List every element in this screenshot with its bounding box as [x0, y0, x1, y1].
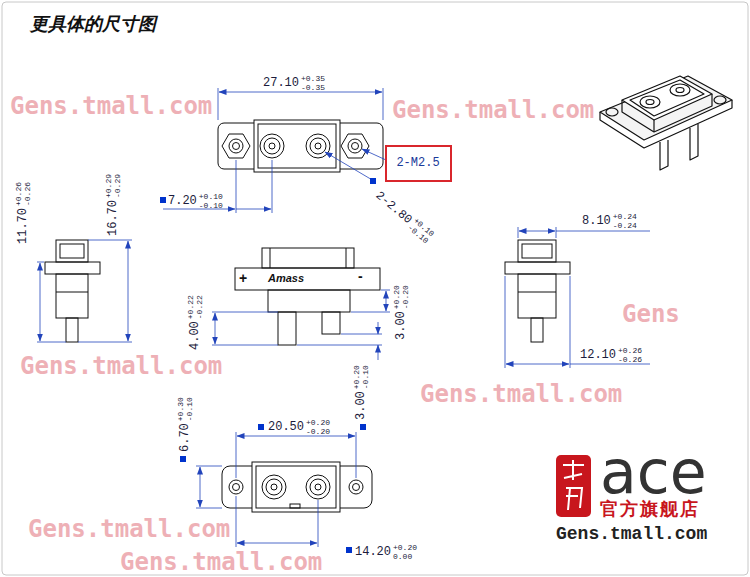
dimension-value: 3.00: [394, 311, 408, 340]
dimension-text: 27.10+0.35-0.35: [263, 74, 325, 92]
dimension-value: 11.70: [16, 208, 30, 244]
lower-tolerance: -0.10: [361, 365, 370, 389]
dimension-text: 4.00 +0.22-0.22: [186, 295, 204, 350]
lower-tolerance: -0.26: [618, 355, 642, 364]
dimension-value: 6.70: [178, 423, 192, 452]
part-marking: Amass: [268, 272, 304, 285]
store-url: Gens.tmall.com: [556, 524, 707, 544]
watermark: Gens.tmall.com: [120, 548, 322, 576]
lower-tolerance: -0.29: [113, 174, 122, 198]
upper-tolerance: +0.26: [14, 182, 23, 206]
dimension-text: 7.20+0.10-0.10: [168, 192, 223, 210]
watermark: Gens.tmall.com: [20, 352, 222, 380]
store-name: 官方旗舰店: [600, 498, 700, 520]
upper-tolerance: +0.22: [186, 295, 195, 319]
upper-tolerance: +0.20: [306, 418, 330, 427]
tolerance: +0.26-0.26: [14, 182, 32, 206]
polarity-mark: -: [358, 269, 363, 284]
upper-tolerance: +0.35: [301, 74, 325, 83]
upper-tolerance: +0.24: [613, 212, 637, 221]
upper-tolerance: +0.20: [352, 365, 361, 389]
upper-tolerance: +0.20: [393, 543, 417, 552]
dimension-value: 4.00: [188, 321, 202, 350]
dimension-value: 16.70: [106, 200, 120, 236]
dimension-value: 8.10: [582, 214, 611, 228]
tolerance: +0.10-0.10: [199, 192, 223, 210]
upper-tolerance: +0.26: [618, 346, 642, 355]
dimension-text: 14.20+0.200.00: [355, 543, 417, 561]
watermark: Gens: [622, 300, 680, 328]
lower-tolerance: -0.10: [185, 397, 194, 421]
tolerance: +0.200.00: [393, 543, 417, 561]
dimension-value: 20.50: [268, 420, 304, 434]
brand-logo: ace: [600, 446, 707, 498]
dimension-value: 7.20: [168, 194, 197, 208]
watermark: Gens.tmall.com: [28, 515, 230, 543]
dimension-text: 11.70 +0.26-0.26: [14, 182, 32, 244]
tolerance: +0.20-0.20: [392, 285, 410, 309]
dimension-text: 16.70 +0.29-0.29: [104, 174, 122, 236]
lower-tolerance: -0.22: [195, 295, 204, 319]
tolerance: +0.30-0.10: [176, 397, 194, 421]
upper-tolerance: +0.30: [176, 397, 185, 421]
callout-box: 2-M2.5: [385, 145, 452, 182]
lower-tolerance: -0.35: [301, 83, 325, 92]
tolerance: +0.20-0.20: [306, 418, 330, 436]
lower-tolerance: -0.26: [23, 182, 32, 206]
dimension-value: 27.10: [263, 76, 299, 90]
dimension-text: 3.00 +0.20-0.10: [352, 365, 370, 420]
dimension-value: 12.10: [580, 348, 616, 362]
dimension-text: 6.70 +0.30-0.10: [176, 397, 194, 452]
watermark: Gens.tmall.com: [420, 380, 622, 408]
dimension-value: 3.00: [354, 391, 368, 420]
lower-tolerance: -0.20: [306, 427, 330, 436]
dimension-text: 8.10+0.24-0.24: [582, 212, 637, 230]
tolerance: +0.29-0.29: [104, 174, 122, 198]
dimension-value: 14.20: [355, 545, 391, 559]
upper-tolerance: +0.20: [392, 285, 401, 309]
dimension-text: 12.10+0.26-0.26: [580, 346, 642, 364]
page-title: 更具体的尺寸图: [30, 12, 156, 36]
tolerance: +0.24-0.24: [613, 212, 637, 230]
lower-tolerance: 0.00: [393, 552, 417, 561]
dimension-text: 3.00 +0.20-0.20: [392, 285, 410, 340]
lower-tolerance: -0.24: [613, 221, 637, 230]
upper-tolerance: +0.29: [104, 174, 113, 198]
tolerance: +0.26-0.26: [618, 346, 642, 364]
dimension-value: 2-2.80: [373, 189, 415, 228]
tolerance: +0.20-0.10: [352, 365, 370, 389]
dimension-text: 20.50+0.20-0.20: [268, 418, 330, 436]
upper-tolerance: +0.10: [199, 192, 223, 201]
lower-tolerance: -0.20: [401, 285, 410, 309]
watermark: Gens.tmall.com: [392, 96, 594, 124]
thread-callout: 2-M2.5: [396, 156, 439, 170]
polarity-mark: +: [239, 271, 247, 286]
dimension-text: 2-2.80+0.10-0.10: [371, 187, 436, 245]
watermark: Gens.tmall.com: [10, 92, 212, 120]
lower-tolerance: -0.10: [199, 201, 223, 210]
tolerance: +0.22-0.22: [186, 295, 204, 319]
tolerance: +0.35-0.35: [301, 74, 325, 92]
